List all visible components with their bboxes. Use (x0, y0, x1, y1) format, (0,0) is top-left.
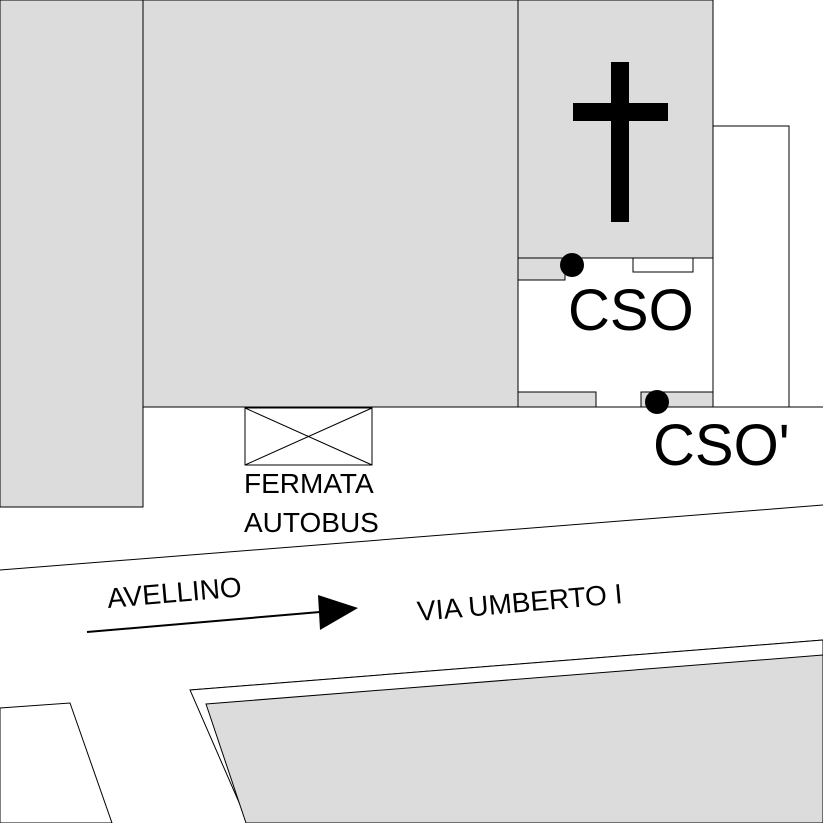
bus-stop-label-1: FERMATA (244, 468, 374, 499)
bus-stop-symbol (244, 407, 373, 466)
point-cso-marker (560, 253, 584, 277)
building-central (142, 0, 519, 408)
courtyard-wall-2 (632, 257, 694, 273)
cross-icon (573, 62, 668, 222)
building-bottom-right (205, 654, 823, 823)
arrow-right-icon (318, 595, 358, 630)
point-cso-prime-label: CSO' (653, 413, 790, 478)
building-left (0, 0, 144, 508)
direction-label: AVELLINO (106, 571, 243, 614)
direction-line (86, 611, 321, 633)
church-courtyard (517, 257, 714, 408)
point-cso-label: CSO (568, 278, 694, 343)
courtyard-wall-3 (517, 391, 597, 408)
building-right (712, 125, 790, 408)
bus-stop-label-2: AUTOBUS (244, 507, 379, 538)
building-bottom-left (0, 702, 113, 823)
street-name-label: VIA UMBERTO I (416, 578, 624, 627)
point-cso-prime-marker (645, 390, 669, 414)
road-edge-north (0, 504, 823, 571)
courtyard-wall-1 (517, 257, 566, 281)
